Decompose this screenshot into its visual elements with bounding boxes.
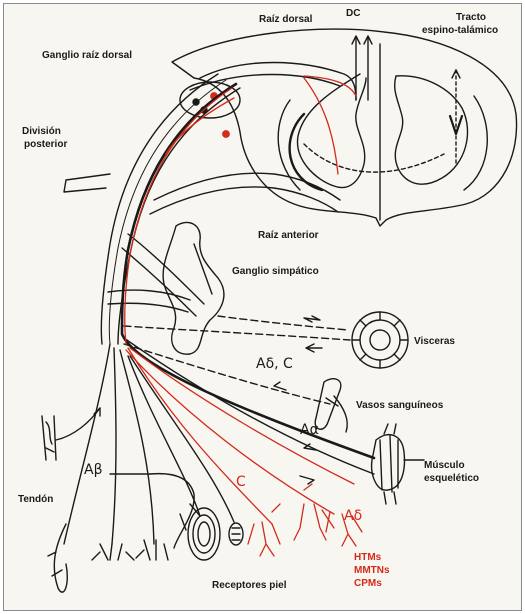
- label-posterior-division-line2: posterior: [24, 139, 67, 150]
- label-viscera: Visceras: [414, 336, 455, 347]
- label-anterior-root: Raíz anterior: [258, 230, 319, 241]
- label-tract-line1: Tracto: [456, 12, 486, 23]
- label-tract-line2: espino-talámico: [422, 25, 498, 36]
- diagram-frame: Raíz dorsal DC Tracto espino-talámico Ga…: [3, 3, 522, 611]
- sympathetic-ganglion: [163, 222, 224, 354]
- fiber-label-ad-c: Aδ, C: [256, 356, 293, 372]
- fiber-label-c: C: [236, 474, 246, 490]
- posterior-division: [64, 174, 110, 192]
- label-muscle-line2: esquelético: [424, 473, 479, 484]
- nociceptive-fiber-central: [125, 88, 232, 344]
- label-mmtns: MMTNs: [354, 565, 390, 576]
- fiber-label-aalpha: Aα: [300, 422, 319, 438]
- label-blood-vessels: Vasos sanguíneos: [356, 400, 443, 411]
- label-cpms: CPMs: [354, 578, 382, 589]
- label-dorsal-root: Raíz dorsal: [259, 14, 312, 25]
- spinal-cord-outline: [172, 29, 517, 226]
- fiber-label-adelta: Aδ: [344, 508, 362, 524]
- label-skin-receptors: Receptores piel: [212, 580, 286, 591]
- vascular-fiber: [124, 344, 330, 404]
- label-dc: DC: [346, 8, 360, 19]
- label-dorsal-root-ganglion: Ganglio raíz dorsal: [42, 50, 132, 61]
- label-tendon: Tendón: [18, 494, 53, 505]
- label-htms: HTMs: [354, 552, 381, 563]
- label-muscle-line1: Músculo: [424, 460, 465, 471]
- abeta-fiber-1: [64, 344, 110, 544]
- neuroanatomy-diagram: [4, 4, 521, 610]
- dc-column: [356, 38, 368, 100]
- fiber-label-abeta: Aβ: [84, 462, 103, 478]
- label-posterior-division-line1: División: [22, 126, 61, 137]
- visceral-fiber: [124, 326, 350, 340]
- label-sympathetic-ganglion: Ganglio simpático: [232, 266, 319, 277]
- skeletal-muscle: [372, 435, 405, 491]
- tendon-organ: [42, 416, 56, 460]
